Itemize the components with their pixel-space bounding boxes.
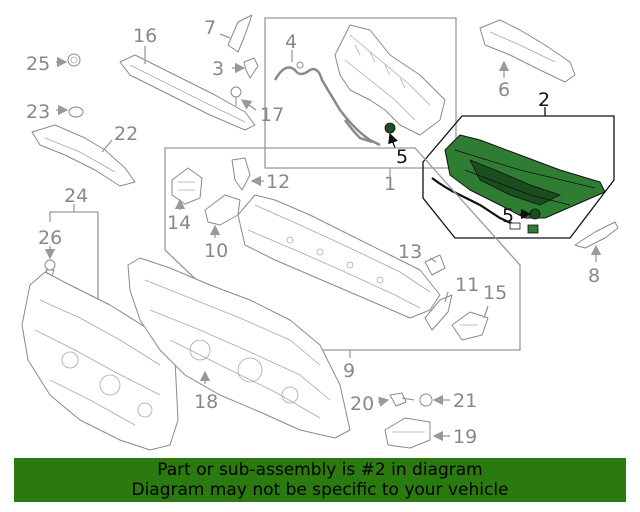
part-4-washer-hose[interactable] [273,61,381,147]
part-2-cowl-panel[interactable] [431,134,606,234]
part-24-dash-insulator[interactable] [21,271,179,451]
callout-2: 2 [538,89,550,111]
part-3-clip[interactable] [243,57,259,79]
callout-7: 7 [204,17,216,39]
part-21-nut[interactable] [419,393,433,407]
callout-4: 4 [285,31,297,53]
callout-18: 18 [194,391,218,413]
part-9-cowl-top-panel[interactable] [237,194,441,319]
callout-22: 22 [114,123,138,145]
part-6-cowl-extension[interactable] [479,19,576,83]
callout-13: 13 [398,241,422,263]
callout-24: 24 [64,185,88,207]
parts-diagram: 4 5 1 2 5 6 7 8 3 [21,14,619,451]
callout-16: 16 [133,25,157,47]
callout-9: 9 [343,360,355,382]
callout-10: 10 [204,240,228,262]
part-8-side-seal[interactable] [574,221,619,249]
callout-12: 12 [266,171,290,193]
callout-21: 21 [453,390,477,412]
part-16-cowl-brace[interactable] [119,54,256,131]
callout-5-upper: 5 [396,146,408,168]
part-20-bolt[interactable] [389,392,415,407]
part-19-bracket[interactable] [384,417,431,449]
callout-8: 8 [588,265,600,287]
part-1-cowl-upper[interactable] [334,24,446,136]
callout-17: 17 [260,104,284,126]
callout-23: 23 [26,101,50,123]
callout-5-lower: 5 [502,205,514,227]
part-10-bracket[interactable] [204,194,241,226]
callout-6: 6 [498,79,510,101]
part-5-nozzle-upper[interactable] [384,122,396,134]
part-15-bracket[interactable] [451,311,489,341]
callout-15: 15 [483,282,507,304]
part-12-bracket[interactable] [231,157,251,191]
callout-26: 26 [38,227,62,249]
callout-20: 20 [350,393,374,415]
part-11-bracket[interactable] [424,294,453,331]
callout-25: 25 [26,53,50,75]
banner-line-2: Diagram may not be specific to your vehi… [131,480,509,500]
part-17-bolt[interactable] [230,86,242,106]
part-23-plug[interactable] [68,106,84,118]
info-banner: Part or sub-assembly is #2 in diagram Di… [14,458,626,502]
part-9-group-box [164,147,521,351]
callout-19: 19 [453,426,477,448]
callout-1: 1 [384,173,396,195]
part-14-bracket[interactable] [171,167,203,205]
part-22-insulator[interactable] [31,124,136,187]
part-2-group-box [422,115,615,239]
part-25-grommet[interactable] [67,53,81,67]
callout-14: 14 [167,212,191,234]
callout-11: 11 [455,274,479,296]
part-18-dash-panel[interactable] [127,257,351,439]
banner-line-1: Part or sub-assembly is #2 in diagram [157,460,483,480]
part-7-bracket[interactable] [227,14,253,53]
callout-3: 3 [212,58,224,80]
part-13-bracket[interactable] [424,254,446,276]
